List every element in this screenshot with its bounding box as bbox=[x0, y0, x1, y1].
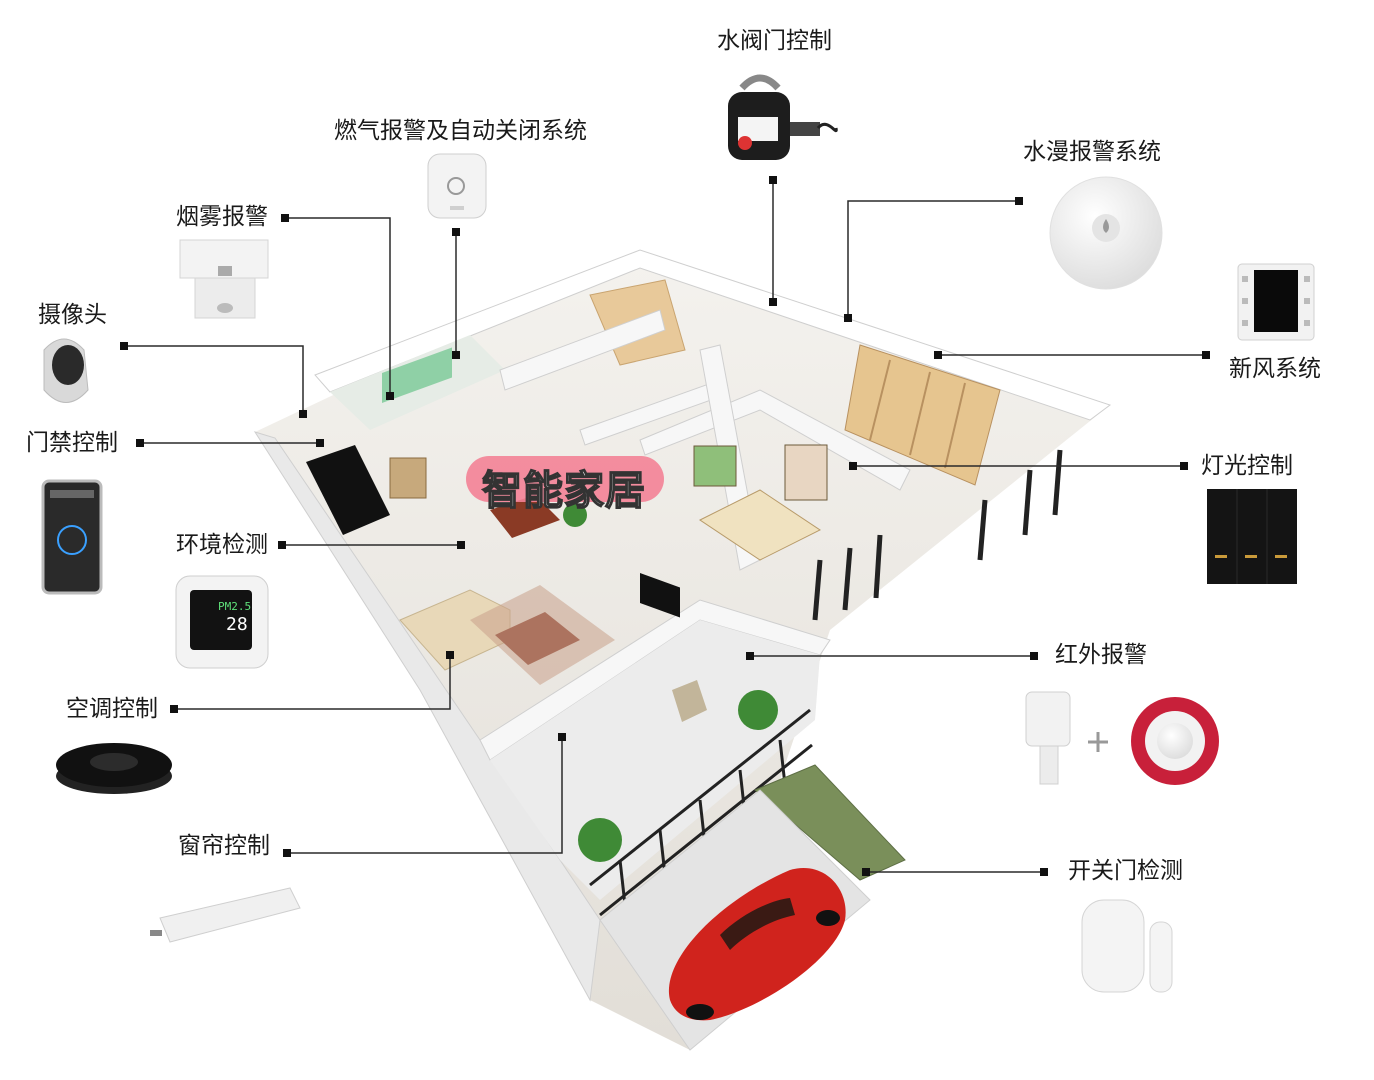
label-gas-alarm: 燃气报警及自动关闭系统 bbox=[334, 118, 587, 144]
balcony-floor bbox=[490, 620, 820, 900]
curtain-motor-icon bbox=[150, 887, 301, 943]
ac-remote-icon bbox=[56, 743, 172, 794]
label-door-sensor: 开关门检测 bbox=[1068, 858, 1183, 884]
red-car bbox=[668, 868, 846, 1021]
water-valve-icon bbox=[728, 74, 838, 160]
bed bbox=[699, 489, 821, 561]
bedroom-wardrobe-2 bbox=[844, 344, 1001, 486]
tv bbox=[640, 572, 680, 618]
center-title: 智能家居 bbox=[481, 467, 646, 515]
family-photo bbox=[784, 444, 828, 501]
label-camera: 摄像头 bbox=[38, 302, 107, 328]
balcony-chair bbox=[672, 680, 707, 722]
wardrobe-shelves bbox=[869, 359, 966, 469]
connector-lines bbox=[124, 180, 1206, 873]
access-control-icon bbox=[41, 479, 103, 595]
bedroom-painting bbox=[693, 445, 737, 487]
alarm-siren-icon bbox=[1131, 697, 1219, 785]
line-ac bbox=[174, 655, 451, 710]
water-leak-sensor-icon bbox=[1049, 176, 1163, 290]
wall-painting bbox=[389, 457, 427, 499]
rug bbox=[470, 585, 615, 685]
windows bbox=[812, 449, 1063, 621]
connector-endpoints bbox=[120, 176, 1210, 876]
label-lighting: 灯光控制 bbox=[1201, 453, 1293, 479]
label-water-valve: 水阀门控制 bbox=[717, 28, 832, 54]
plant-dining bbox=[563, 503, 587, 527]
line-camera bbox=[124, 345, 304, 414]
smoke-alarm-icon bbox=[179, 239, 269, 319]
label-air-conditioning: 空调控制 bbox=[66, 696, 158, 722]
plus-icon bbox=[1088, 732, 1108, 752]
env-screen-value: 28 bbox=[226, 614, 248, 635]
house-model bbox=[253, 249, 1112, 1051]
line-curtain bbox=[287, 737, 563, 854]
camera-icon bbox=[43, 338, 89, 403]
label-smoke-alarm: 烟雾报警 bbox=[176, 204, 268, 230]
gas-alarm-icon bbox=[427, 153, 487, 219]
plant-balcony-1 bbox=[738, 690, 778, 730]
entry-door bbox=[306, 445, 390, 535]
fresh-air-panel-icon bbox=[1237, 263, 1315, 341]
garage-roof bbox=[754, 764, 906, 881]
dining-table bbox=[490, 495, 560, 538]
kitchen-cabinets bbox=[382, 347, 452, 403]
label-access-control: 门禁控制 bbox=[26, 430, 118, 456]
infrared-sensor-icon bbox=[1025, 691, 1071, 785]
label-fresh-air: 新风系统 bbox=[1229, 356, 1321, 382]
line-smoke-alarm bbox=[285, 217, 391, 396]
label-infrared: 红外报警 bbox=[1055, 642, 1147, 668]
label-environment: 环境检测 bbox=[176, 532, 268, 558]
door-sensor-icon bbox=[1081, 899, 1173, 993]
title-pill bbox=[466, 456, 664, 502]
plant-balcony-2 bbox=[578, 818, 622, 862]
environment-monitor-icon bbox=[175, 575, 269, 669]
line-water-leak bbox=[847, 200, 1019, 318]
light-switch-icon bbox=[1207, 489, 1297, 584]
env-screen-pm: PM2.5 bbox=[218, 600, 252, 613]
label-water-leak: 水漫报警系统 bbox=[1023, 139, 1161, 165]
label-curtain: 窗帘控制 bbox=[178, 833, 270, 859]
